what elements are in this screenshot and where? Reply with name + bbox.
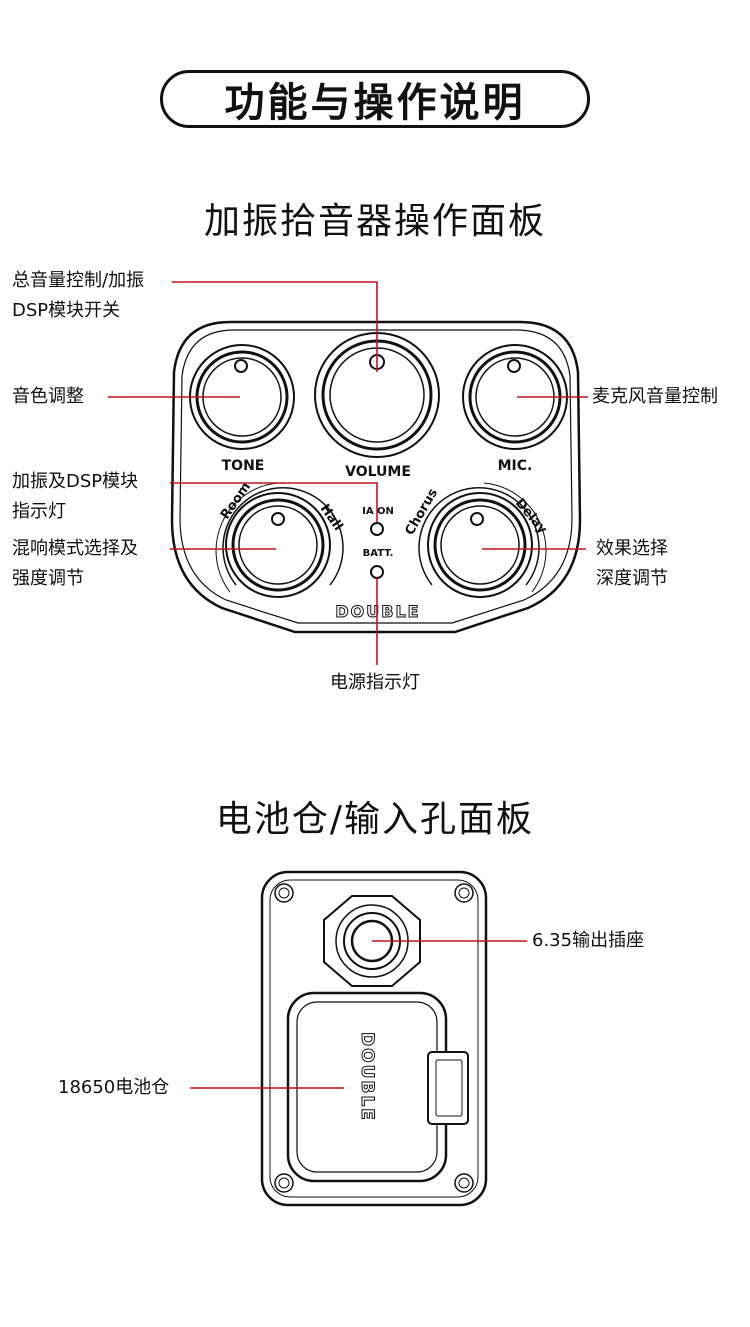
power-callout: 电源指示灯 bbox=[330, 672, 420, 693]
battery-panel bbox=[260, 870, 488, 1207]
tone-panel-label: TONE bbox=[222, 458, 265, 474]
tone-knob[interactable] bbox=[189, 344, 295, 450]
volume-callout-line2: DSP模块开关 bbox=[12, 300, 121, 321]
batt-label: BATT. bbox=[363, 548, 394, 559]
battery-callout: 18650电池仓 bbox=[58, 1077, 170, 1098]
effect-knob[interactable] bbox=[418, 482, 547, 598]
volume-callout: 总音量控制/加振 DSP模块开关 bbox=[12, 266, 144, 326]
leader-lines-panel1 bbox=[108, 281, 588, 665]
page-title: 功能与操作说明 bbox=[160, 70, 590, 128]
indicator-callout-line2: 指示灯 bbox=[12, 501, 66, 522]
effect-callout-line2: 深度调节 bbox=[596, 568, 668, 589]
battery-door[interactable] bbox=[286, 991, 469, 1183]
reverb-callout-line2: 强度调节 bbox=[12, 568, 84, 589]
brand-logo: DOUBLE bbox=[335, 602, 420, 621]
control-panel-heading: 加振拾音器操作面板 bbox=[203, 201, 546, 242]
ia-on-label: IA ON bbox=[362, 506, 394, 517]
tone-callout: 音色调整 bbox=[12, 386, 84, 407]
power-indicator-led bbox=[370, 565, 384, 579]
jack-callout: 6.35输出插座 bbox=[532, 930, 645, 951]
reverb-callout: 混响模式选择及 强度调节 bbox=[12, 534, 138, 594]
leader-lines-panel2 bbox=[190, 940, 527, 1089]
indicator-callout-line1: 加振及DSP模块 bbox=[12, 471, 139, 492]
reverb-callout-line1: 混响模式选择及 bbox=[12, 538, 138, 559]
indicator-callout: 加振及DSP模块 指示灯 bbox=[12, 467, 138, 527]
control-panel bbox=[170, 320, 582, 634]
effect-callout: 效果选择 深度调节 bbox=[596, 534, 668, 594]
dsp-indicator-led bbox=[370, 522, 384, 536]
battery-brand-logo: DOUBLE bbox=[357, 1032, 377, 1122]
battery-panel-heading: 电池仓/输入孔面板 bbox=[215, 799, 535, 840]
mic-callout: 麦克风音量控制 bbox=[592, 386, 718, 407]
reverb-knob[interactable] bbox=[215, 482, 344, 598]
effect-callout-line1: 效果选择 bbox=[596, 538, 668, 559]
volume-panel-label: VOLUME bbox=[345, 464, 411, 480]
volume-callout-line1: 总音量控制/加振 bbox=[12, 270, 145, 291]
mic-panel-label: MIC. bbox=[498, 458, 533, 474]
